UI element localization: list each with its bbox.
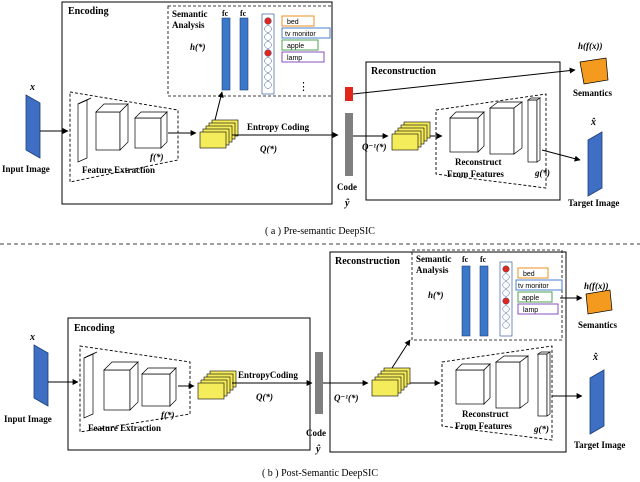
class-tag-apple: [281, 39, 319, 51]
encoding-title: Encoding: [74, 323, 115, 334]
deconv-blocks: [449, 97, 542, 163]
hfx-label: h(f(x)): [584, 281, 609, 291]
feature-maps: [199, 119, 239, 149]
conv-blocks: [77, 97, 168, 163]
reconstruction-title: Reconstruction: [371, 66, 436, 77]
class-tag-tv-text: tv monitor: [285, 31, 316, 38]
q-function-label: Q(*): [256, 392, 273, 402]
code-label: Code: [337, 182, 357, 192]
class-tag-tv: [281, 27, 331, 39]
panel-b: Encoding x Input Image f(*) Feature Extr…: [4, 249, 625, 479]
reconstruct-label-2: From Features: [455, 421, 512, 431]
class-tag-bed: [281, 15, 315, 27]
feature-extraction-label: Feature Extraction: [82, 165, 155, 175]
target-image-label: Target Image: [568, 198, 619, 208]
class-tag-tv-text: tv monitor: [518, 283, 549, 290]
reconstruct-box: [441, 345, 553, 441]
semantics-label: Semantics: [578, 320, 617, 330]
encoding-box: [61, 1, 333, 205]
x-label: x: [29, 82, 35, 93]
input-image-label: Input Image: [2, 164, 50, 174]
code-bar: [345, 113, 353, 176]
target-image: [587, 131, 603, 197]
class-tag-lamp-text: lamp: [287, 55, 302, 62]
target-image-label: Target Image: [574, 440, 625, 450]
fc1-label: fc: [462, 255, 469, 264]
neuron-column: [261, 13, 275, 95]
f-function-label: f(*): [150, 152, 164, 162]
h-function-label: h(*): [428, 290, 444, 300]
class-tag-lamp: [517, 303, 559, 315]
entropy-coding-label: Entropy Coding: [247, 122, 310, 132]
semantic-analysis-box: [167, 5, 333, 97]
input-image: [33, 344, 49, 407]
decoded-feature-maps: [391, 121, 431, 151]
reconstruct-label-2: From Features: [447, 169, 504, 179]
q-function-label: Q(*): [260, 144, 277, 154]
input-image: [25, 94, 41, 159]
code-bar: [315, 352, 323, 414]
encoding-title: Encoding: [68, 6, 109, 17]
class-tag-lamp-text: lamp: [523, 307, 538, 314]
ellipsis: ⋮: [298, 81, 309, 93]
semantics-output: [585, 289, 613, 315]
fc2-label: fc: [480, 255, 487, 264]
target-image: [589, 369, 605, 435]
entropy-coding-label: EntropyCoding: [238, 370, 298, 380]
x-label: x: [29, 332, 35, 343]
semantics-output: [579, 57, 609, 85]
reconstruction-box: [365, 61, 561, 201]
reconstruct-box: [435, 93, 547, 189]
q-inverse-label: Q⁻¹(*): [362, 142, 386, 152]
g-function-label: g(*): [534, 168, 550, 178]
fc-layer-1: [461, 265, 471, 337]
feature-extraction-box: [69, 91, 179, 183]
class-tag-bed-text: bed: [287, 19, 299, 26]
x-hat-label: x̂: [592, 352, 598, 363]
neuron-column: [499, 261, 513, 337]
input-image-label: Input Image: [4, 414, 52, 424]
semantic-analysis-label-2: Analysis: [172, 20, 205, 30]
reconstruction-title: Reconstruction: [335, 256, 400, 267]
code-semantic-part: [345, 87, 353, 101]
semantic-analysis-label-2: Analysis: [416, 265, 449, 275]
feature-extraction-label: Feature Extraction: [88, 423, 161, 433]
decoded-feature-maps: [371, 367, 411, 397]
caption-a: ( a ) Pre-semantic DeepSIC: [265, 226, 375, 237]
class-tag-apple: [517, 291, 553, 303]
fc2-label: fc: [240, 9, 247, 18]
fc1-label: fc: [222, 9, 229, 18]
conv-blocks: [83, 351, 177, 419]
g-function-label: g(*): [533, 424, 549, 434]
fc-layer-2: [239, 17, 249, 91]
semantic-analysis-box: [411, 249, 563, 341]
reconstruct-label-1: Reconstruct: [455, 157, 502, 167]
deconv-blocks: [455, 351, 552, 417]
class-tag-lamp: [281, 51, 325, 63]
class-tag-bed-text: bed: [523, 271, 535, 278]
reconstruction-box: [329, 251, 567, 453]
feature-maps: [197, 370, 237, 400]
semantics-label: Semantics: [573, 88, 612, 98]
x-hat-label: x̂: [590, 117, 596, 128]
q-inverse-label: Q⁻¹(*): [334, 393, 358, 403]
class-tag-apple-text: apple: [287, 43, 304, 50]
h-function-label: h(*): [190, 42, 206, 52]
reconstruct-label-1: Reconstruct: [462, 409, 509, 419]
class-tag-tv: [515, 279, 563, 291]
panel-a: Encoding Semantic Analysis h(*) fc fc be…: [2, 1, 619, 237]
f-function-label: f(*): [161, 410, 175, 420]
y-hat-label: ŷ: [344, 198, 350, 209]
y-hat-label: ŷ: [315, 444, 321, 455]
hfx-label: h(f(x)): [578, 41, 603, 51]
class-tag-apple-text: apple: [522, 295, 539, 302]
fc-layer-1: [221, 17, 231, 91]
semantic-analysis-label-1: Semantic: [416, 254, 452, 264]
class-tag-bed: [517, 267, 549, 279]
semantic-analysis-label-1: Semantic: [172, 9, 208, 19]
code-label: Code: [306, 428, 326, 438]
fc-layer-2: [479, 265, 489, 337]
caption-b: ( b ) Post-Semantic DeepSIC: [262, 468, 378, 479]
